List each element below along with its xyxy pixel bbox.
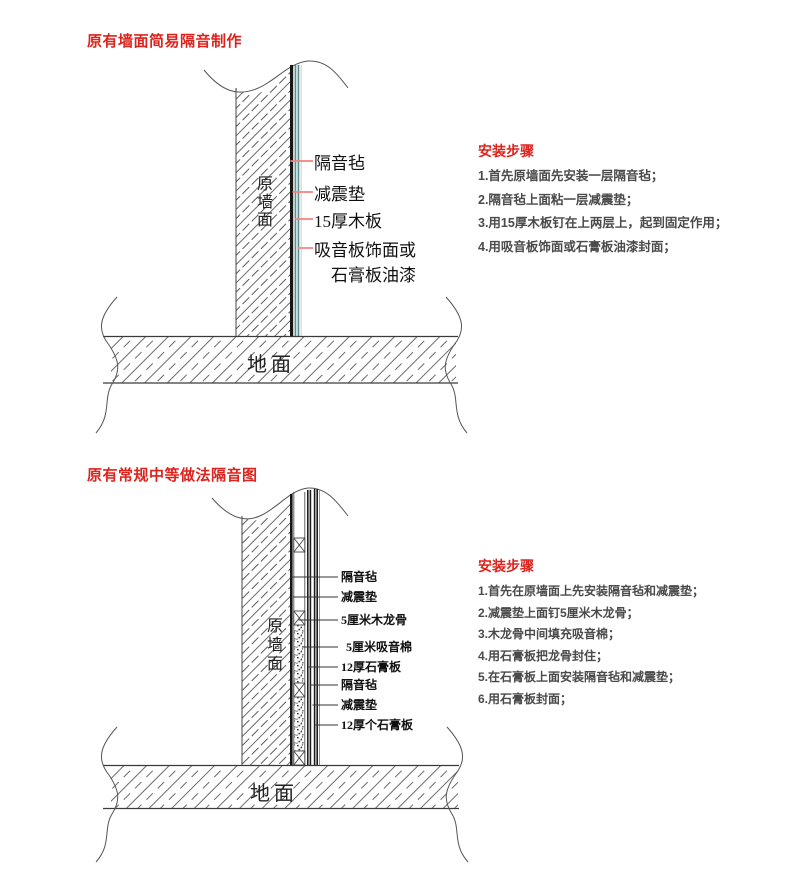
diagram2-floor-label: 地面 <box>250 783 298 805</box>
absorbing-cotton-fill <box>294 625 305 751</box>
floor <box>95 726 469 863</box>
diagram1-floor-label: 地面 <box>247 354 295 376</box>
layer-label-finish-panel: 吸音板饰面或 石膏板油漆 <box>314 241 416 285</box>
step-item: 5.在石膏板上面安装隔音毡和减震垫； <box>478 670 681 684</box>
step-item: 3.木龙骨中间填充吸音棉； <box>478 627 621 641</box>
leader-lines <box>291 576 338 726</box>
layer-label-damping-pad: 减震垫 <box>341 590 378 604</box>
floor-break-line-left <box>95 296 119 434</box>
soundproof-layers <box>290 65 302 336</box>
floor-break-line-left <box>95 726 119 863</box>
step-item: 1.首先在原墙面上先安装隔音毡和减震垫； <box>478 584 705 598</box>
diagram1-steps-title: 安装步骤 <box>478 143 534 159</box>
wall-break-line <box>203 60 349 93</box>
layer-label-damping-pad: 减震垫 <box>314 185 365 204</box>
gypsum-board-layers <box>307 489 320 765</box>
step-item: 2.减震垫上面钉5厘米木龙骨； <box>478 605 639 620</box>
step-item: 3.用15厚木板钉在上两层上，起到固定作用； <box>478 216 728 230</box>
floor-break-line-right <box>445 726 469 863</box>
diagram2-drawing <box>95 487 469 863</box>
diagram1-drawing <box>95 60 468 434</box>
layer-label-absorbing-cotton: 5厘米吸音棉 <box>346 640 413 654</box>
floor-break-line-right <box>444 296 468 434</box>
diagram1-steps: 安装步骤 1.首先原墙面先安装一层隔音毡； 2.隔音毡上面粘一层减震垫； 3.用… <box>478 141 788 264</box>
diagram1-wall-label: 原墙面 <box>254 175 271 229</box>
layer-label-sound-felt: 隔音毡 <box>314 154 365 173</box>
wood-keel-strip <box>293 492 306 765</box>
wall-break-line <box>211 487 349 520</box>
floor <box>95 296 468 434</box>
step-item: 4.用吸音板饰面或石膏板油漆封面； <box>478 239 676 254</box>
felt-damping-layer <box>290 494 293 765</box>
step-item: 4.用石膏板把龙骨封住； <box>478 648 609 663</box>
layer-label-wood-keel: 5厘米木龙骨 <box>341 613 408 627</box>
diagram1-title: 原有墙面简易隔音制作 <box>87 33 243 50</box>
step-item: 1.首先原墙面先安装一层隔音毡； <box>478 169 664 183</box>
layer-label-sound-felt: 隔音毡 <box>341 678 378 692</box>
layer-label-gypsum-board: 12厚石膏板 <box>341 660 402 674</box>
original-wall <box>235 67 290 336</box>
diagram2-wall-label: 原墙面 <box>264 617 281 674</box>
step-item: 2.隔音毡上面粘一层减震垫； <box>478 192 639 207</box>
diagram2-title: 原有常规中等做法隔音图 <box>87 467 258 484</box>
leader-lines <box>290 160 313 249</box>
original-wall <box>241 497 290 765</box>
layer-label-outer-gypsum-board: 12厚个石膏板 <box>341 718 414 732</box>
layer-label-damping-pad: 减震垫 <box>341 698 378 712</box>
layer-label-wood-board: 15厚木板 <box>314 212 382 231</box>
layer-label-sound-felt: 隔音毡 <box>341 570 378 584</box>
diagram2-steps: 安装步骤 1.首先在原墙面上先安装隔音毡和减震垫； 2.减震垫上面钉5厘米木龙骨… <box>478 556 788 714</box>
diagram2-steps-title: 安装步骤 <box>478 558 534 574</box>
step-item: 6.用石膏板封面； <box>478 691 573 706</box>
